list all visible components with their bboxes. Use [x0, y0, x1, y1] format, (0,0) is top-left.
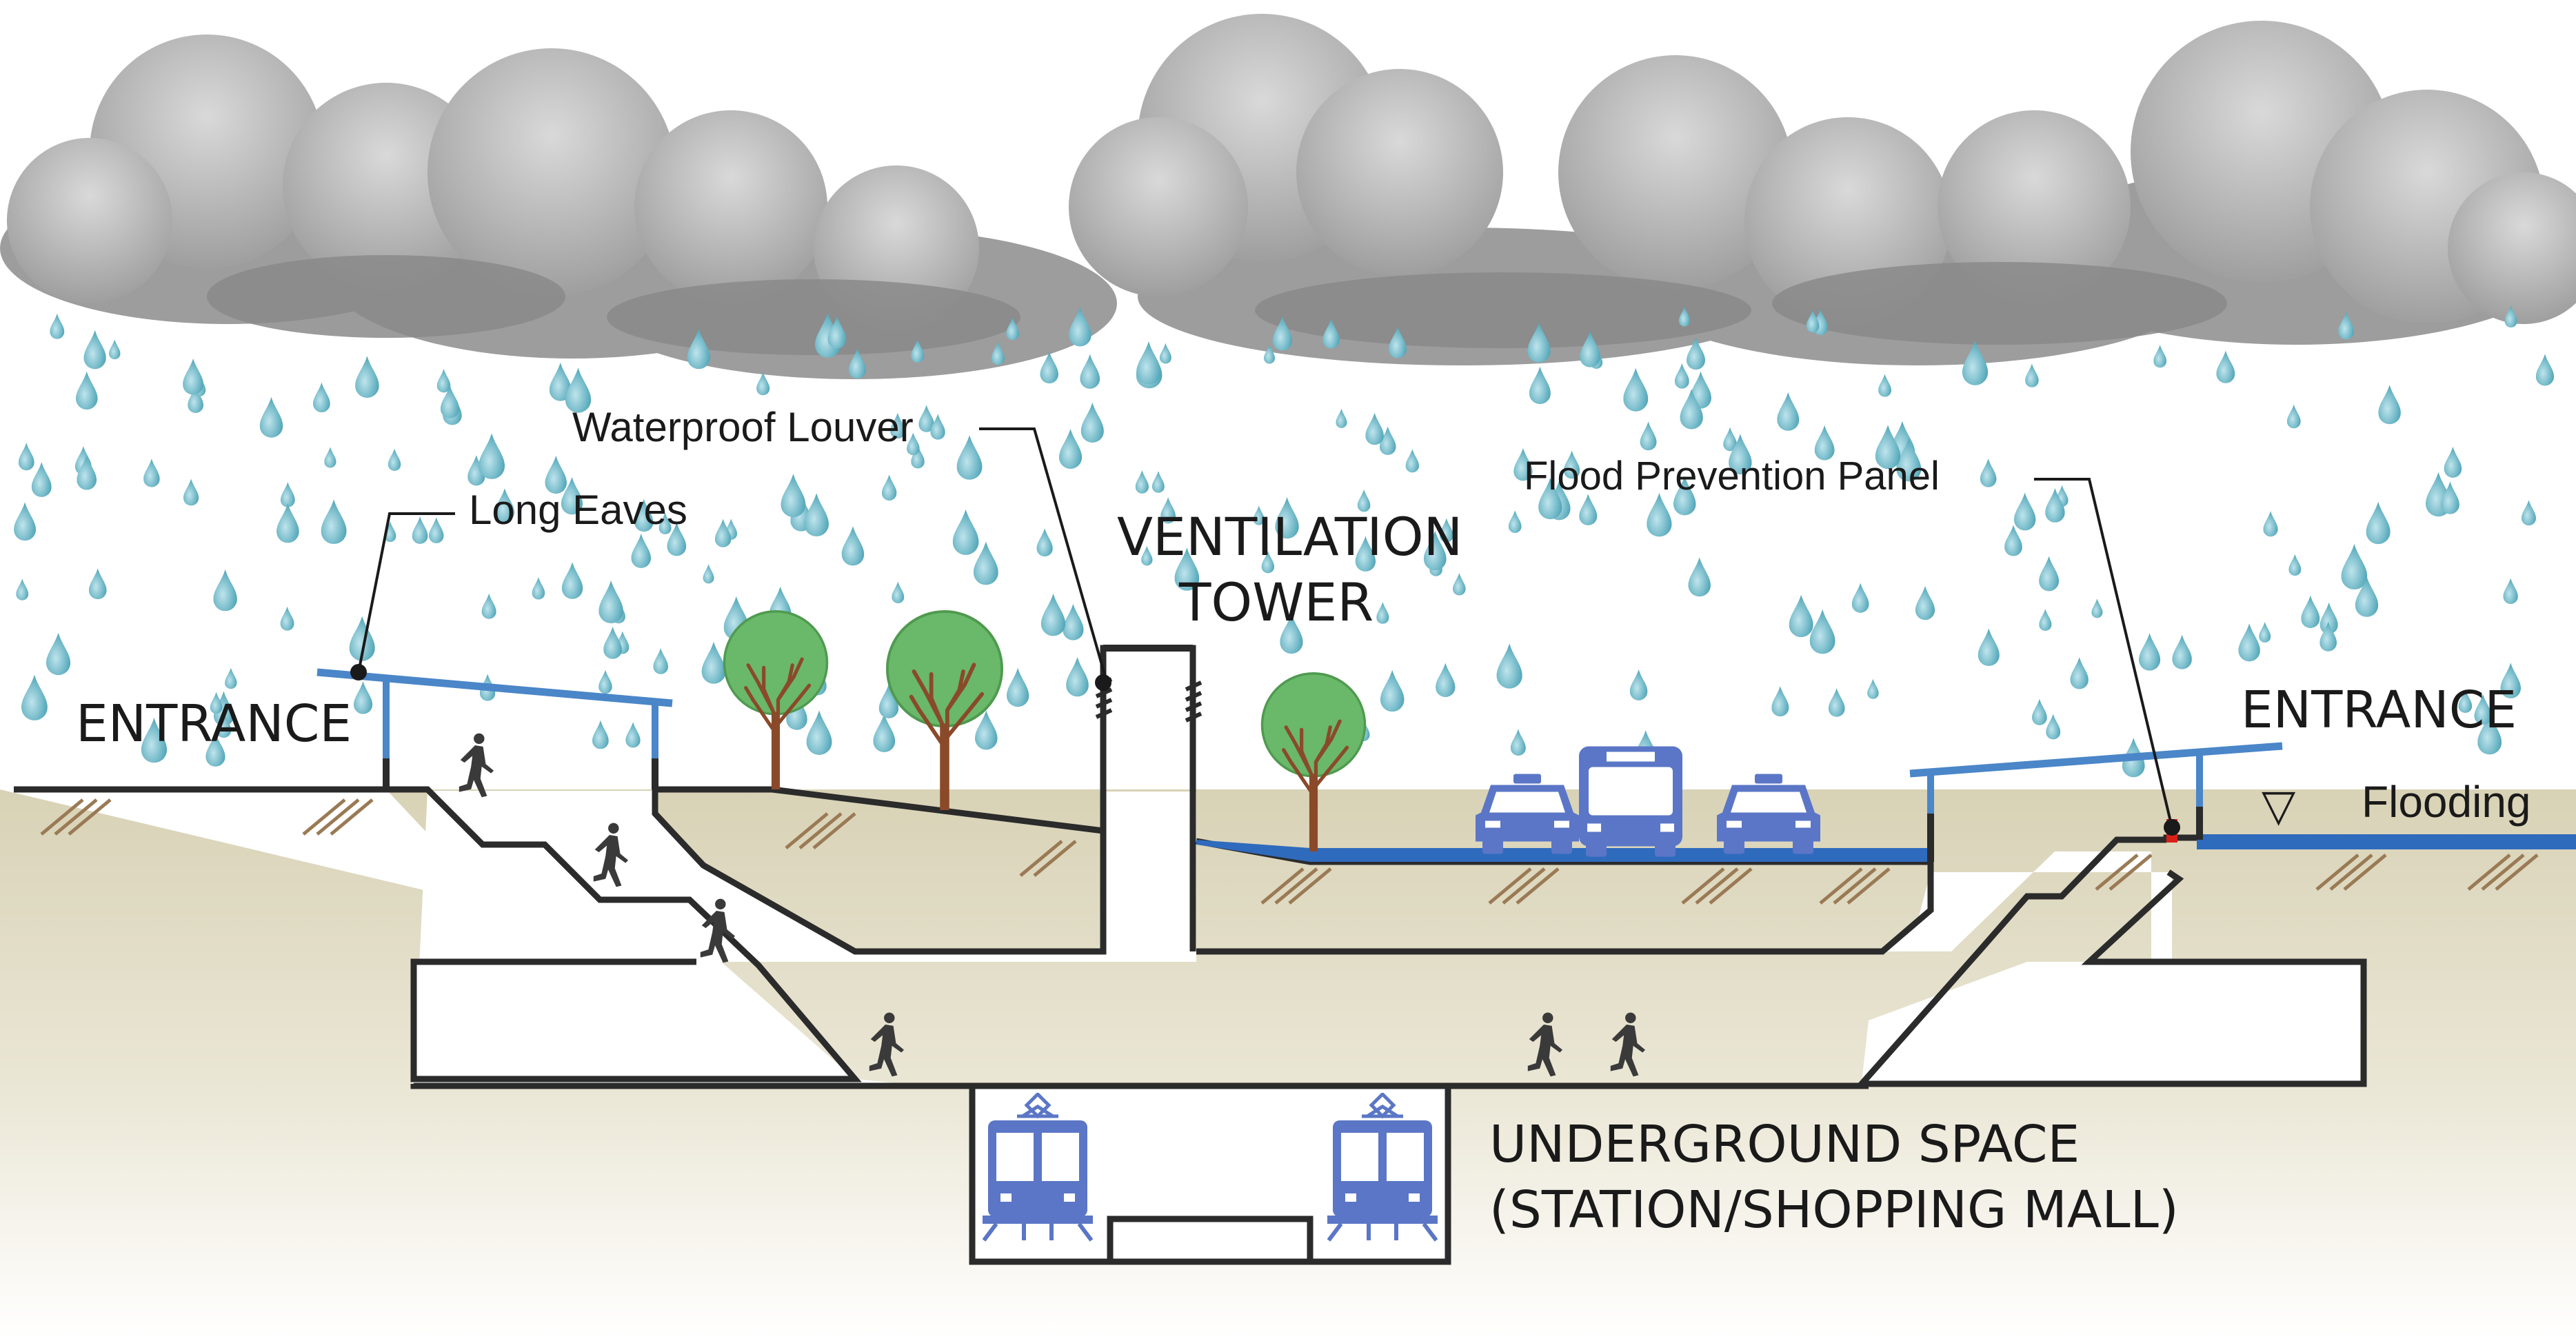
ventilation-tower-label-line2: TOWER: [1178, 572, 1373, 633]
entrance-right-label: ENTRANCE: [2241, 680, 2517, 740]
ground-hatching: [40, 798, 2539, 905]
rain-drop-icon: [46, 632, 71, 676]
long-eaves-marker: [350, 664, 367, 680]
entrance-left-label: ENTRANCE: [76, 694, 352, 754]
rain-drop-icon: [50, 313, 65, 339]
ventilation-tower-label-line1: VENTILATION: [1117, 506, 1462, 567]
bus-icon: [1579, 746, 1682, 857]
rain-drop-icon: [280, 606, 294, 631]
flood-prevention-panel-label: Flood Prevention Panel: [1524, 454, 1940, 498]
rain-drop-icon: [14, 502, 36, 541]
rain-drop-icon: [31, 462, 52, 497]
rain-drop-icon: [143, 458, 160, 487]
flooding-symbol: ▽: [2262, 780, 2296, 830]
flood-panel-marker: [2164, 819, 2180, 836]
underground-openings: [414, 791, 2364, 1084]
rain-drop-icon: [76, 371, 98, 410]
long-eaves-label: Long Eaves: [469, 487, 687, 533]
rain-drop-icon: [83, 330, 106, 370]
rain-drop-icon: [88, 568, 107, 600]
text-labels: Waterproof Louver Long Eaves VENTILATION…: [76, 404, 2531, 1240]
underground-space-label-line1: UNDERGROUND SPACE: [1489, 1115, 2080, 1174]
flooding-label: Flooding: [2362, 777, 2531, 827]
long-eaves-roof: [316, 668, 673, 789]
rain-drop-icon: [183, 478, 199, 506]
storm-clouds: [0, 14, 2576, 379]
waterproof-louver-label: Waterproof Louver: [572, 404, 914, 450]
rain-drop-icon: [18, 443, 34, 471]
underground-space-label-line2: (STATION/SHOPPING MALL): [1489, 1180, 2179, 1240]
waterproof-louver-marker: [1095, 674, 1111, 691]
callout-leaders: [357, 427, 2173, 828]
rain-drop-icon: [225, 667, 237, 689]
rain-drop-icon: [16, 578, 29, 601]
rain-drop-icon: [109, 339, 121, 360]
right-entrance-roof: [1909, 742, 2283, 862]
rain-drop-icon: [213, 569, 237, 612]
rain-drop-icon: [21, 674, 48, 720]
